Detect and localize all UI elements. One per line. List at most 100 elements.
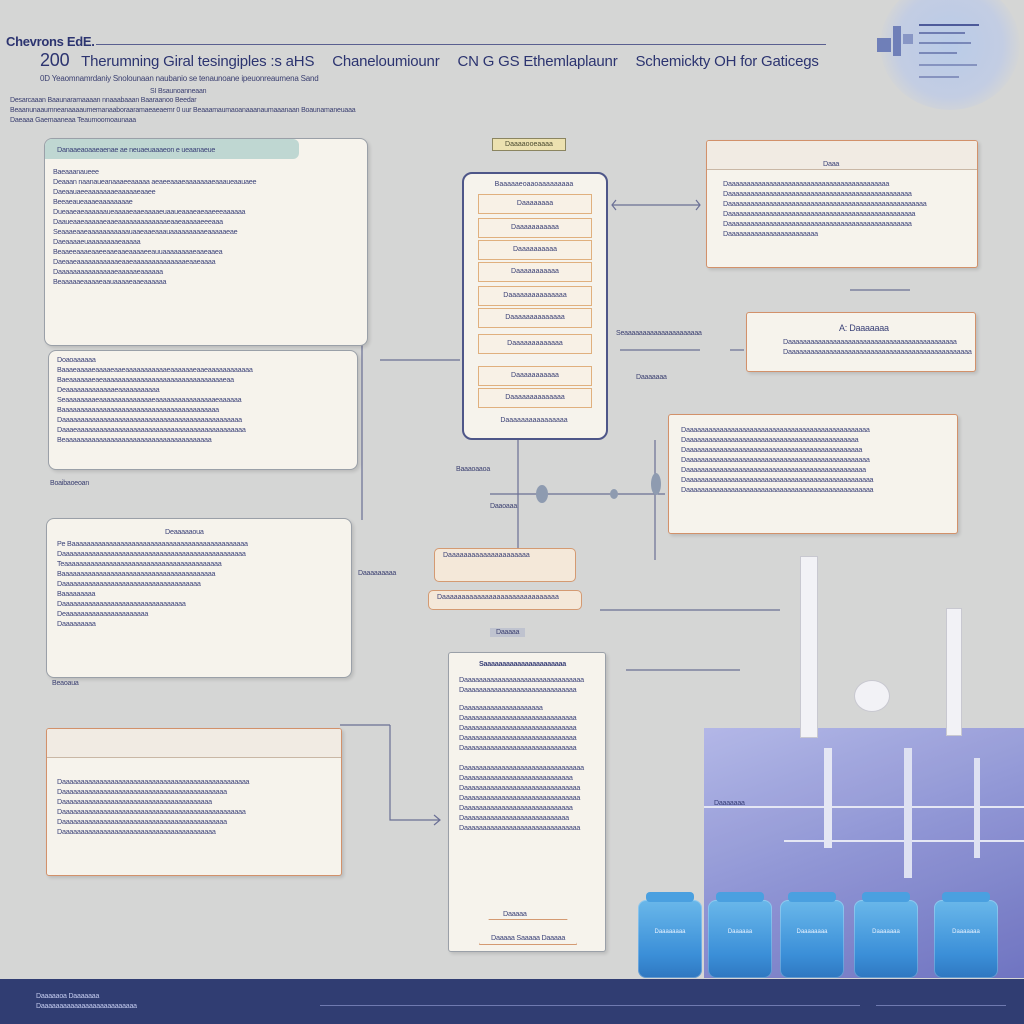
jar-label: Daaaaaa xyxy=(727,929,753,935)
pipe-icon xyxy=(946,608,962,736)
jar-label: Daaaaaaaa xyxy=(654,929,686,935)
card-line: Daaaaaaaaaaaaaaaaaaaaa xyxy=(459,703,543,712)
card-line: Deaaaaaaaaaaaaaaaaaaaaaa xyxy=(57,609,149,618)
card-body: Daaaaaaaaaaaaaaaaaaaaaaaaaaaaaaaaaaaaaaa… xyxy=(51,777,337,837)
card-line: Daaaaaaaaaaaaaaaaaaaaaaaaaaaaaaaaaaaaaaa… xyxy=(57,827,216,836)
flask-icon xyxy=(854,680,890,712)
card-line: Baaaaaaaaaaaaaaaaaaaaaaaaaaaaaaaaaaaaaaa… xyxy=(57,405,219,414)
card-line: Daaaaaaaaaaaaaaaeaaaaaeaaaaaa xyxy=(53,267,163,276)
card-line: Daaaaaaaaaaaaaaaaaaaaaaaaaaaaaaaaaaaaaaa… xyxy=(681,455,870,464)
card-line: Daaaaaaaaaaaaaaaaaaaaaaaaaaaaa xyxy=(459,803,573,812)
card-body: Daaaaaaaaaaaaaaaaaaaaaaaaaaaaaaaa Daaaaa… xyxy=(453,675,603,833)
card-line: Daaaaaaaaaaaaaaaaaaaaaaaaaaaaaaaaaaaaaaa… xyxy=(783,337,957,346)
page-title: 200 Therumning Giral tesingiples :s aHS … xyxy=(40,50,819,71)
side-label: Seaaaaaaaaaaaaaaaaaaaaa xyxy=(616,330,702,337)
card-line: Deaaaaaaaaaaaaaeaaaaaaaaaaa xyxy=(57,385,160,394)
card-body: Doaoaaaaaa Baaaeaaaaeaaaaeaaeaaaaaaaaaaa… xyxy=(51,355,353,445)
card-line: Daaaaaaaaaaaaaaaaaaaaaaaaaaaaaaaaaaaaaaa… xyxy=(723,189,912,198)
footer-text: Daaaaaoa Daaaaaaa xyxy=(36,993,100,1000)
jar-label: Daaaaaaa xyxy=(952,929,980,935)
card-heading: Saaaaaaaaaaaaaaaaaaaaaa xyxy=(479,659,566,668)
flow-item: Daaaaaaaaaaaaaaa xyxy=(478,286,592,306)
info-card-left-4: Daaaaaaaaaaaaaaaaaaaaaaaaaaaaaaaaaaaaaaa… xyxy=(46,728,342,876)
flow-item: Daaaaaaaaaaaaaaaa xyxy=(500,417,568,424)
flow-item: Daaaaaaaaaaaaaa xyxy=(478,308,592,328)
card-line: Beaaeeaaaeaaeeaaeaaeaaaaeeauuaaaaaaaaeaa… xyxy=(53,247,223,256)
card-line: Daaaaaaaaaaaaaaaaaaaaaaaaaaaaaa xyxy=(459,713,577,722)
jar-label: Daaaaaaa xyxy=(872,929,900,935)
info-card-right-mid: A: Daaaaaaa Daaaaaaaaaaaaaaaaaaaaaaaaaaa… xyxy=(746,312,976,372)
card-line: Seaaaaaaaaeaaaaaaaaaaaaaaeaaaaaaaaaaaaaa… xyxy=(57,395,242,404)
subtitle-5: Daeaaa Gaemaaneaa Teaumoomoaunaaa xyxy=(10,117,136,124)
card-body: Pe Baaaaaaaaaaaaaaaaaaaaaaaaaaaaaaaaaaaa… xyxy=(51,539,347,629)
title-part-2: Chaneloumiounr xyxy=(332,53,440,70)
card-line: Beaaaaaaaaaaaaaaaaaaaaaaaaaaaaaaaaaaaaaa… xyxy=(57,435,212,444)
card-line: Daaaaaaaaaaaaaaaaaaaaaaaaaaaaaaaaaaaaaaa… xyxy=(57,797,212,806)
card-line: Daaaaaaaaaaaaaaaaaaaaaaaaaaaaaaaaaaaaaaa… xyxy=(783,347,972,356)
card-line: Dueaaeaeaaaaaaueaaaaeaaeaaaaeuaaueaaaeae… xyxy=(53,207,246,216)
title-number: 200 xyxy=(40,50,70,70)
card-line: Daaaaaaaaaaaaaaaaaaaaaaaaaaaa xyxy=(459,813,569,822)
card-line: Daaaaaaaaaaaaaaaaaaaaaaaaaaaaaaaaaaaaaaa… xyxy=(681,475,874,484)
card-foot: Daaaaa Saaaaa Daaaaa xyxy=(491,933,566,942)
card-line: Daaaaaaaaaaaaaaaaaaaaaaaaaaaaaaaaaaaaaaa… xyxy=(681,435,859,444)
side-label: Daaaaaaaaa xyxy=(358,570,397,577)
card-line: Daaaaaaaaaaaaaaaaaaaaaaaaaaaaaaaa xyxy=(459,675,584,684)
card-foot: Daaaaa xyxy=(503,909,527,918)
card-line: Daaaaaaaaaaaaaaaaaaaaaaaaaaaaaa xyxy=(459,743,577,752)
card-body: Daaaaaaaaaaaaaaaaaaaaaaaaaaaaaaaaaaaaaaa… xyxy=(777,337,972,357)
card-line: Baaaaaaaaa xyxy=(57,589,96,598)
card-line: Daaaaaaaaaaaaaaaaaaaaaaaaaaaaaaaaaaaaaaa… xyxy=(681,425,870,434)
card-body: Daaaaaaaaaaaaaaaaaaaaaaaaaaaaaaaaaaaaaaa… xyxy=(717,179,973,239)
card-line: Baaaeaaaaeaaaaeaaeaaaaaaaaaaaeaaaaaaeaae… xyxy=(57,365,253,374)
card-line: Daaaaaaaaaaaaaaaaaaaaaaaaaaaaaaaaaaaaaaa… xyxy=(723,219,912,228)
subtitle-4: Beaanunaaumneanaaaaumemanaaboraaramaeaea… xyxy=(10,107,356,114)
card-line: Daeaauaeeaaaaaaaeaaaaaeaaee xyxy=(53,187,156,196)
info-card-left-3: Deaaaaaoua Pe Baaaaaaaaaaaaaaaaaaaaaaaaa… xyxy=(46,518,352,678)
card-line: Daaaaaaaaaaaaaaaaaaaaaaaaaaaaaaaaa xyxy=(57,599,186,608)
card-line: Daaaaaaaaa xyxy=(57,619,96,628)
corner-pattern-icon xyxy=(875,20,985,92)
card-line: Daaaaaaaaaaaaaaaaaaaaaaaaaaaaaaaaaaaaaaa… xyxy=(57,817,227,826)
card-line: Doaoaaaaaa xyxy=(57,355,96,364)
subtitle-3: Desarcaaan Baaunaramaaaan nnaaabaaan Baa… xyxy=(10,97,197,104)
card-line: Daaaaaaaaaaaaaaaaaaaaaaaaaaaaaaaa xyxy=(459,763,584,772)
card-line: Beaaaaaeaaaaeaauaaaaeaaeaaaaaa xyxy=(53,277,167,286)
card-line: Daaaaaaaaaaaaaaaaaaaaaaaaaaaaaa xyxy=(459,685,577,694)
card-line: Pe Baaaaaaaaaaaaaaaaaaaaaaaaaaaaaaaaaaaa… xyxy=(57,539,248,548)
card-line: Daaaaaaaaaaaaaaaaaaaaaaaaaaaaaaa xyxy=(459,783,581,792)
card-line: Daaaaaaaaaaaaaaaaaaaaaaaaaaaaaaaaaaaaaaa… xyxy=(723,209,916,218)
card-line: Daaueaaeaaaaaeaaeaaaaaaaaaaaaaeaaeaaaaae… xyxy=(53,217,223,226)
footer-text-2: Daaaaaaaaaaaaaaaaaaaaaaaaaa xyxy=(36,1003,137,1010)
card-line: Baeaaanaueee xyxy=(53,167,99,176)
card-line: Teaaaaaaaaaaaaaaaaaaaaaaaaaaaaaaaaaaaaaa… xyxy=(57,559,222,568)
flow-item: Daaaaaaaaaaa xyxy=(478,262,592,282)
card-line: Daaaaaaaaaaaaaaaaaaaaaaaa xyxy=(723,229,818,238)
blue-jar-icon: Daaaaaaa xyxy=(854,892,918,978)
card-line: Daaaaaaaaaaaaaaaaaaaaaaaaaaaaaaaaaaaaaaa… xyxy=(57,787,227,796)
card-heading: A: Daaaaaaa xyxy=(839,323,889,333)
card-line: Daaaeaaaaaaaaaaaaaaaaaaaaaaaaaaaaaaaaaaa… xyxy=(57,425,246,434)
card-line: Daaaaaaaaaaaaaaaaaaaaaaaaaaaaa xyxy=(459,773,573,782)
card-line: Daaaaaaaaaaaaaaaaaaaaaaaaaaaaaaaaaaaaaaa… xyxy=(57,777,250,786)
blue-jar-icon: Daaaaaa xyxy=(708,892,772,978)
card-line: Beeaeaueaaaeaaaaaaaae xyxy=(53,197,133,206)
jar-label: Daaaaaaaa xyxy=(796,929,828,935)
flow-tag: Daaaaooeaaaa xyxy=(492,138,566,151)
card-line: Daaaaaaaaaaaaaaaaaaaaaaaaaaaaaaaaaaaaa xyxy=(57,579,201,588)
title-part-1: Therumning Giral tesingiples :s aHS xyxy=(81,53,315,70)
blue-jar-icon: Daaaaaaaa xyxy=(780,892,844,978)
flow-item: Daaaaaaaaaaa xyxy=(478,366,592,386)
pipe-icon xyxy=(800,556,818,738)
card-line: Daaaaaaaaaaaaaaaaaaaaaaaaaaaaaaaaaaaaaaa… xyxy=(681,485,874,494)
title-part-4: Schemickty OH for Gaticegs xyxy=(635,53,819,70)
info-card-right-low: Daaaaaaaaaaaaaaaaaaaaaaaaaaaaaaaaaaaaaaa… xyxy=(668,414,958,534)
card-line: Daaaaaaaaaaaaaaaaaaaaaaaaaaaaaa xyxy=(459,723,577,732)
blue-jar-icon: Daaaaaaa xyxy=(934,892,998,978)
info-card-right-top: Daaa Daaaaaaaaaaaaaaaaaaaaaaaaaaaaaaaaaa… xyxy=(706,140,978,268)
corner-glow xyxy=(880,0,1020,110)
flow-column: Baaaaaeoaaoaaaaaaaaa Daaaaaaaa Daaaaaaaa… xyxy=(462,172,608,440)
lab-label: Daaaaaaa xyxy=(714,800,745,807)
flow-caption: Baaaoaaoa xyxy=(456,466,491,473)
mid-tag-1: Daaaaaaaaaaaaaaaaaaaaa xyxy=(434,548,576,582)
